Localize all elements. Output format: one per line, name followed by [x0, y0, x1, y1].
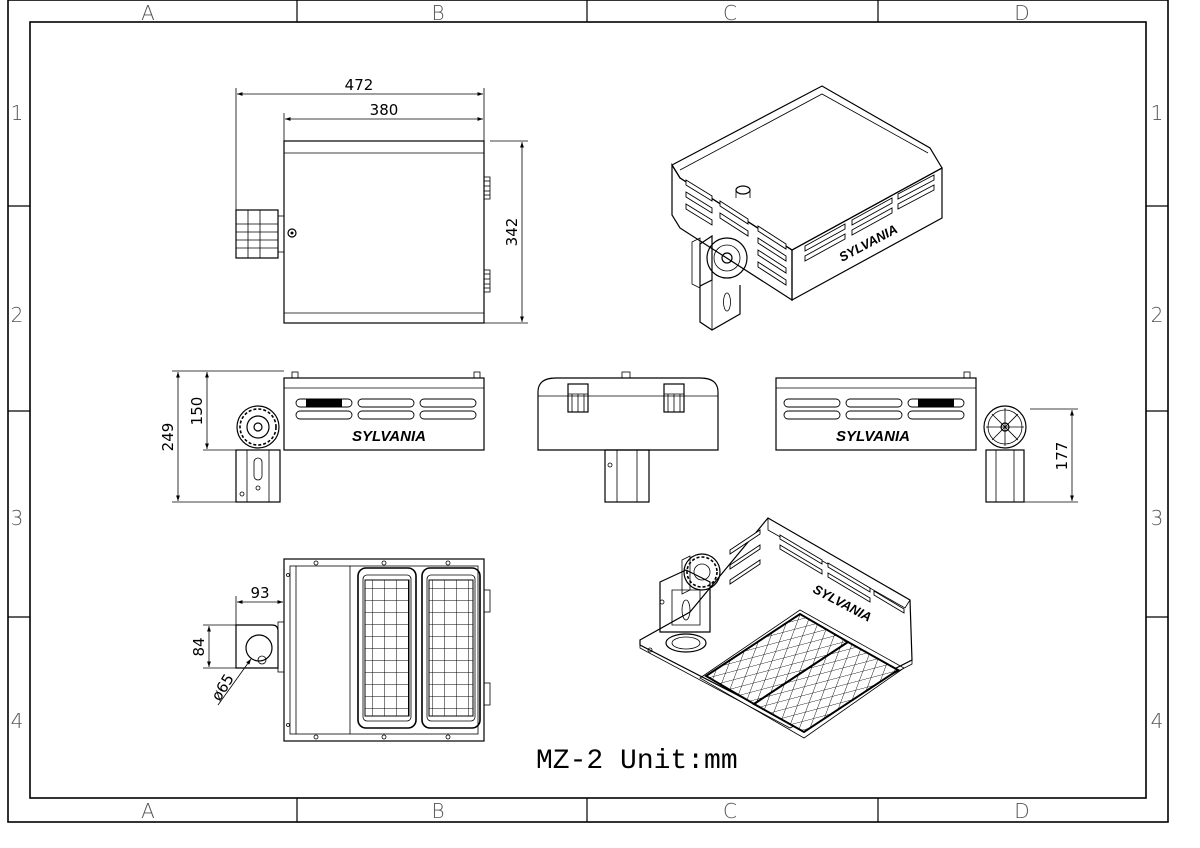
iso-bottom-vent-slots: [729, 529, 905, 614]
top-view: [235, 140, 491, 324]
zone-row-2-right: 2: [1151, 303, 1164, 327]
right-side-view: SYLVANIA: [775, 371, 1027, 503]
zone-col-c-top: C: [723, 1, 737, 25]
dim-depth: 342: [503, 218, 521, 247]
zone-col-c-bottom: C: [723, 799, 737, 823]
zone-row-4-right: 4: [1151, 709, 1164, 733]
zone-row-1-left: 1: [11, 101, 24, 125]
zone-row-4-left: 4: [11, 709, 24, 733]
zone-row-3-left: 3: [11, 506, 24, 530]
zone-labels: A B C D A B C D 1 2 3 4 1 2 3 4: [11, 1, 1164, 823]
bottom-view: [235, 558, 491, 742]
dim-body-length: 380: [370, 101, 399, 119]
zone-col-d-top: D: [1014, 1, 1029, 25]
left-side-view: SYLVANIA: [235, 371, 485, 503]
dim-hole-diameter: ø65: [208, 671, 238, 705]
dim-total-height: 249: [159, 423, 177, 452]
zone-col-b-top: B: [431, 1, 444, 25]
bottom-view-dimensions: 93 84 ø65: [190, 559, 285, 706]
zone-row-2-left: 2: [11, 303, 24, 327]
side-view-left-brand-label: SYLVANIA: [352, 428, 426, 445]
right-side-dimensions: 177: [1024, 408, 1078, 503]
zone-row-3-right: 3: [1151, 506, 1164, 530]
isometric-bottom-view: SYLVANIA: [639, 517, 913, 739]
dim-overall-length: 472: [345, 76, 374, 94]
zone-col-b-bottom: B: [431, 799, 444, 823]
front-view: [537, 371, 719, 503]
side-view-right-brand-label: SYLVANIA: [836, 428, 910, 445]
dim-body-height: 150: [188, 397, 206, 426]
zone-col-a-bottom: A: [141, 799, 155, 823]
dim-mount-height-bottom: 84: [190, 637, 208, 656]
left-side-dimensions: 249 150: [159, 370, 284, 503]
dim-mount-offset: 93: [250, 584, 269, 602]
iso-left-vent-slots: [685, 179, 787, 286]
zone-row-1-right: 1: [1151, 101, 1164, 125]
sheet-frame: [7, 0, 1169, 823]
iso-right-vent-slots: [804, 174, 935, 262]
drawing-title-note: MZ-2 Unit:mm: [536, 746, 738, 777]
dim-mount-height: 177: [1053, 442, 1071, 471]
zone-col-d-bottom: D: [1014, 799, 1029, 823]
isometric-top-view: SYLVANIA: [671, 85, 943, 331]
top-view-dimensions: 472 380 342: [235, 76, 528, 324]
zone-col-a-top: A: [141, 1, 155, 25]
